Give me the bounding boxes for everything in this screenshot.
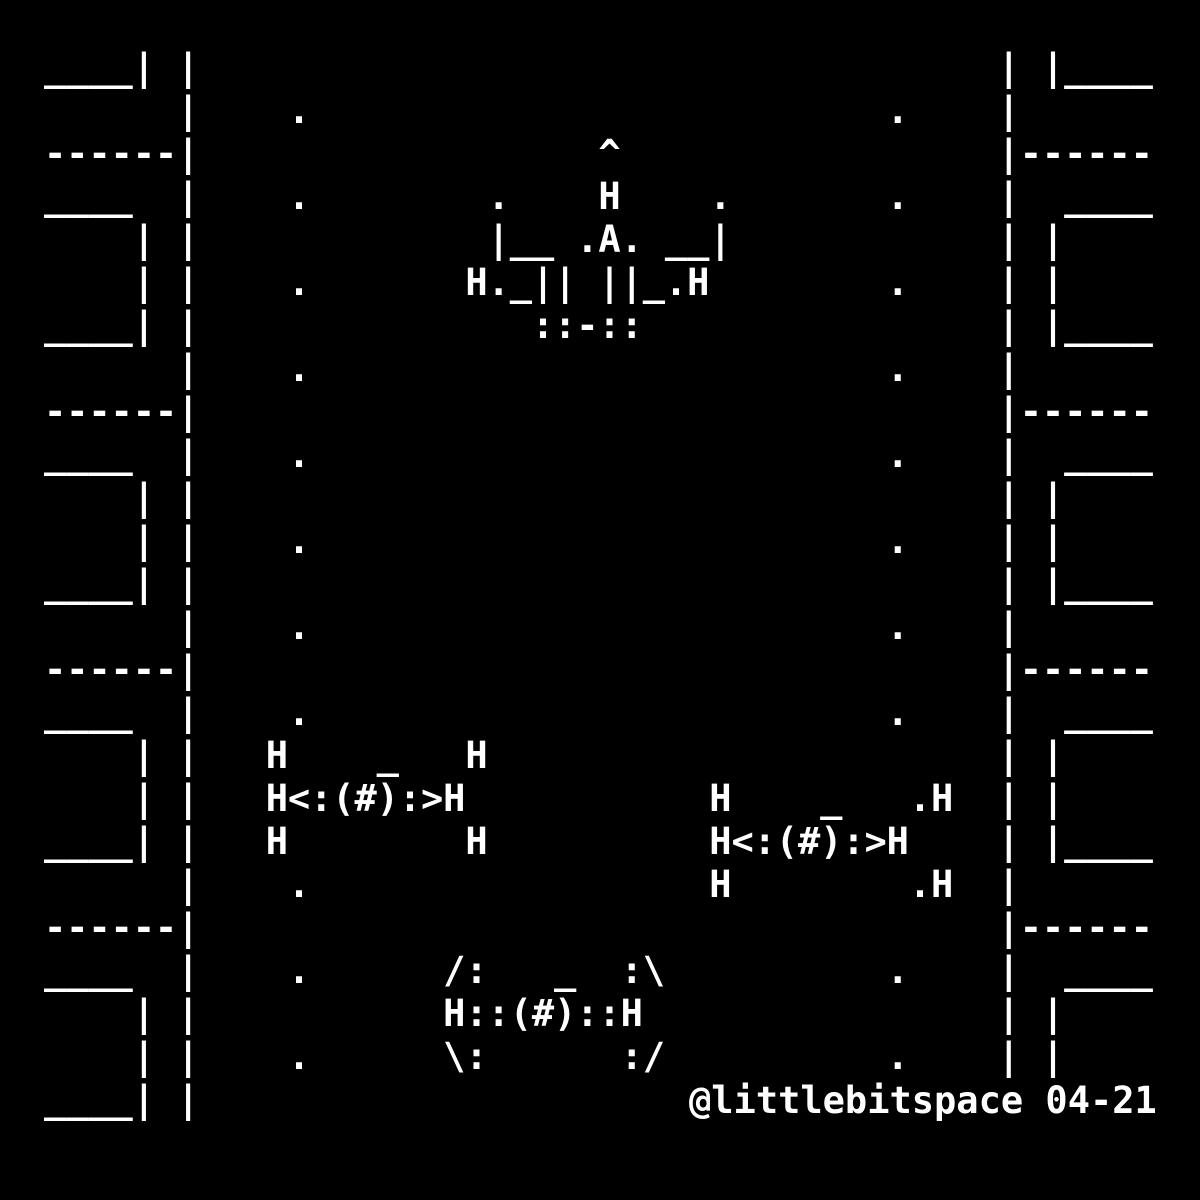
- art-row: ____ | . . | ____: [44, 433, 1153, 476]
- art-row: | | H::(#)::H | |: [44, 992, 1065, 1035]
- art-row: ____| | | |____: [44, 562, 1153, 605]
- art-row: ____ | . . | ____: [44, 691, 1153, 734]
- art-row: ____| | ::-:: | |____: [44, 304, 1153, 347]
- art-row: | . H .H |: [44, 863, 1020, 906]
- art-row: | | . H._|| ||_.H . | |: [44, 261, 1065, 304]
- art-row: | . . |: [44, 347, 1020, 390]
- art-row: ------| |------: [44, 648, 1153, 691]
- art-row: ------| ^ |------: [44, 132, 1153, 175]
- art-row: ____| | | |____: [44, 46, 1153, 89]
- signature-text: @littlebitspace 04-21: [689, 1079, 1157, 1122]
- ascii-art-scene: ____| | | |____ | . . |------| ^ |------…: [44, 46, 1153, 1121]
- art-row: ____| |: [44, 1078, 200, 1121]
- art-row: ____ | . . H . . | ____: [44, 175, 1153, 218]
- art-row: ------| |------: [44, 906, 1153, 949]
- art-row: | | . \: :/ . | |: [44, 1035, 1065, 1078]
- art-row: ____ | . /: _ :\ . | ____: [44, 949, 1153, 992]
- art-row: ------| |------: [44, 390, 1153, 433]
- art-row: | . . |: [44, 605, 1020, 648]
- art-row: | | H<:(#):>H H _ .H | |: [44, 777, 1065, 820]
- art-row: | | . . | |: [44, 519, 1065, 562]
- art-row: | | | |: [44, 476, 1065, 519]
- art-row: | | H _ H | |: [44, 734, 1065, 777]
- art-row: | | |__ .A. __| | |: [44, 218, 1065, 261]
- art-row: ____| | H H H<:(#):>H | |____: [44, 820, 1153, 863]
- art-row: | . . |: [44, 89, 1020, 132]
